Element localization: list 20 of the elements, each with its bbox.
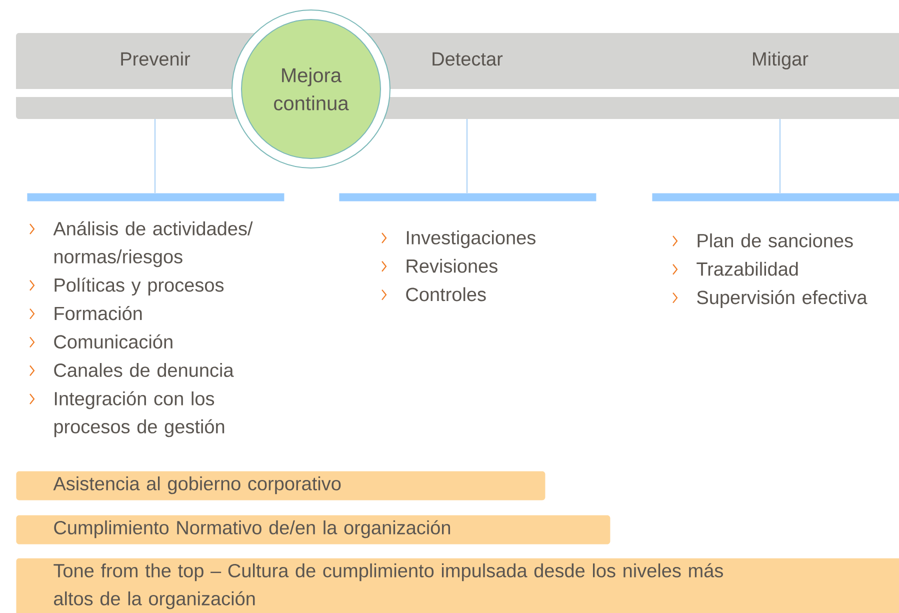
text-bar: Tone from the top – Cultura de cumplimiento impulsada desde los niveles más altos de la organización	[16, 558, 899, 613]
list-item: Formación	[54, 306, 142, 320]
list-item: Controles	[406, 287, 486, 302]
list-item: Integración con los procesos de gestión	[54, 391, 224, 438]
list-item: Políticas y procesos	[54, 278, 224, 296]
connector-line	[154, 118, 156, 194]
list-item: Comunicación	[54, 334, 172, 349]
list-item: Supervisión efectiva	[697, 290, 868, 308]
stage-label: Detectar	[432, 52, 503, 66]
list-item: Investigaciones	[406, 230, 536, 248]
text-bar: Asistencia al gobierno corporativo	[16, 471, 546, 500]
list-item: Análisis de actividades/ normas/riesgos	[53, 221, 253, 268]
stage-label: Prevenir	[121, 52, 190, 66]
stage-label: Mitigar	[753, 52, 808, 70]
list-item: Plan de sanciones	[698, 233, 853, 248]
text-bar: Cumplimiento Normativo de/en la organización	[16, 515, 610, 544]
connector-line	[466, 118, 468, 194]
list-item: Revisiones	[406, 258, 498, 273]
list-item: Trazabilidad	[696, 262, 798, 276]
list-item: Canales de denuncia	[54, 363, 234, 377]
